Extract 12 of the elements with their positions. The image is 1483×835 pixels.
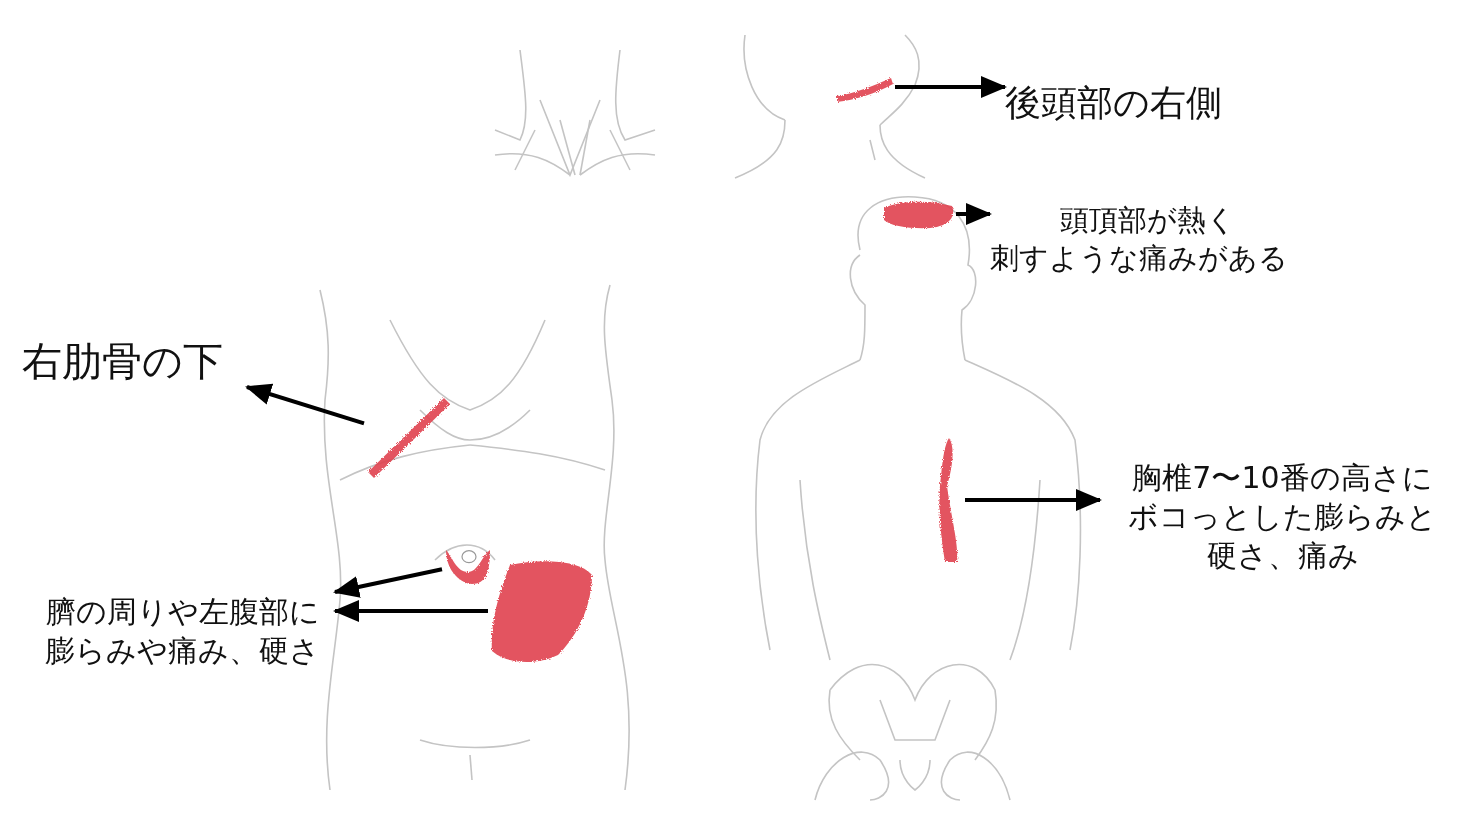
annotation-text: 右肋骨の下 bbox=[22, 337, 224, 386]
arrow bbox=[333, 600, 488, 622]
annotation-text: 後頭部の右側 bbox=[1005, 81, 1223, 125]
annotation-text: 臍の周りや左腹部に膨らみや痛み、硬さ bbox=[44, 593, 321, 670]
annotation-text: 刺すような痛みがある bbox=[990, 239, 1289, 277]
arrow bbox=[956, 203, 992, 225]
annotation-text: 胸椎7〜10番の高さにボコっとした膨らみと硬さ、痛み bbox=[1128, 459, 1437, 575]
arrow bbox=[333, 567, 443, 598]
arrow bbox=[895, 76, 1007, 98]
annotation-text: 頭頂部が熱く bbox=[1059, 202, 1237, 239]
arrow bbox=[965, 489, 1102, 511]
arrow bbox=[245, 383, 365, 426]
